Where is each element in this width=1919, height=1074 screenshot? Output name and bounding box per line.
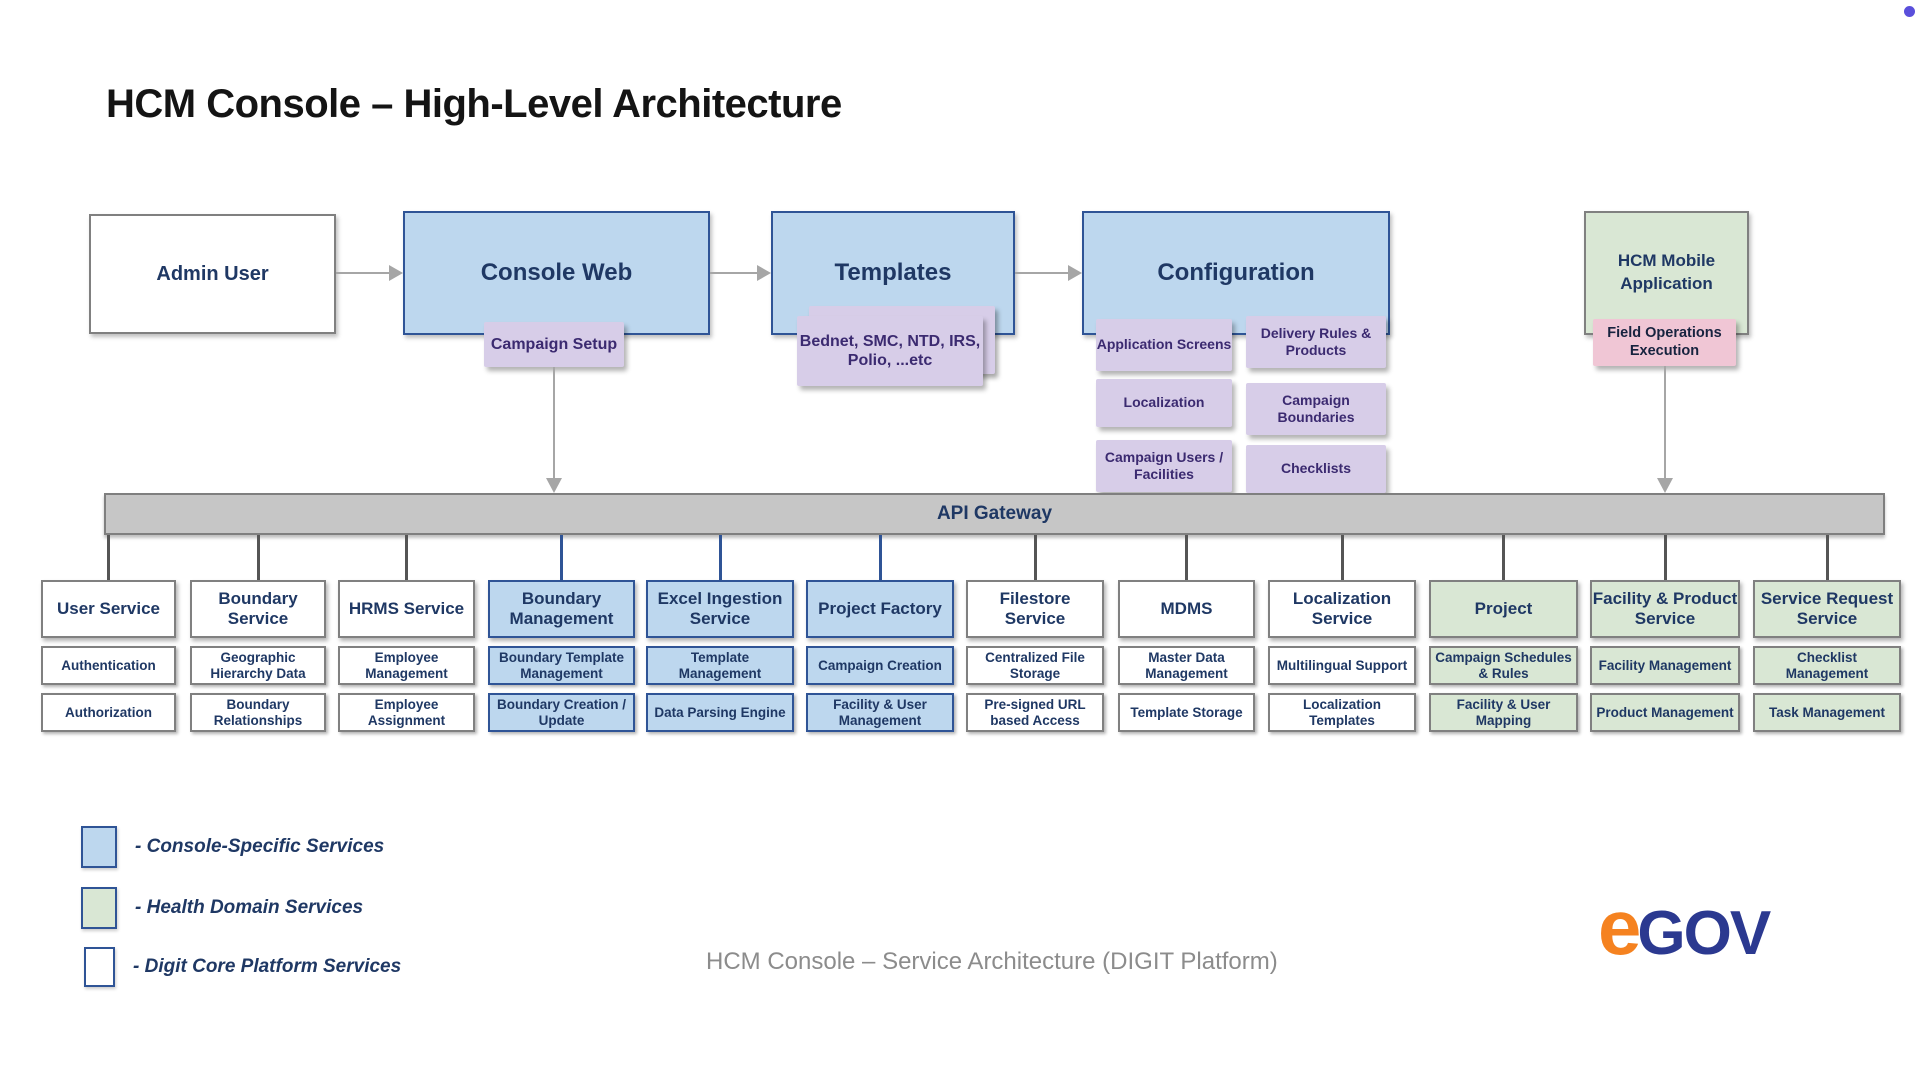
connector-service-request-service [1826,535,1829,580]
service-header: MDMS [1118,580,1255,638]
connector-filestore-service [1034,535,1037,580]
service-header: Boundary Management [488,580,635,638]
config-tag-delivery-rules: Delivery Rules & Products [1246,316,1386,368]
egov-logo: e GOV [1598,883,1771,971]
service-column-project-factory: Project Factory Campaign Creation Facili… [806,580,954,732]
service-item: Boundary Relationships [190,693,326,732]
console-web-node: Console Web [403,211,710,335]
service-header: Excel Ingestion Service [646,580,794,638]
legend-swatch-console [81,826,117,868]
service-column-boundary-service: Boundary Service Geographic Hierarchy Da… [190,580,326,732]
service-item: Boundary Template Management [488,646,635,685]
connector-user-service [107,535,110,580]
service-item: Product Management [1590,693,1740,732]
arrow-campaign-setup-to-gateway [546,367,562,493]
service-item: Facility & User Mapping [1429,693,1578,732]
service-column-service-request: Service Request Service Checklist Manage… [1753,580,1901,732]
service-item: Authentication [41,646,176,685]
service-item: Data Parsing Engine [646,693,794,732]
arrow-templates-to-configuration [1015,265,1082,281]
connector-project [1502,535,1505,580]
admin-user-node: Admin User [89,214,336,334]
service-item: Task Management [1753,693,1901,732]
connector-excel-ingestion [719,535,722,580]
config-tag-application-screens: Application Screens [1096,319,1232,371]
arrow-console-to-templates [710,265,771,281]
legend-console-specific: - Console-Specific Services [81,826,384,868]
service-column-localization-service: Localization Service Multilingual Suppor… [1268,580,1416,732]
connector-project-factory [879,535,882,580]
service-item: Authorization [41,693,176,732]
service-item: Boundary Creation / Update [488,693,635,732]
legend-swatch-core [84,947,115,987]
service-column-excel-ingestion: Excel Ingestion Service Template Managem… [646,580,794,732]
service-item: Centralized File Storage [966,646,1104,685]
diagram-caption: HCM Console – Service Architecture (DIGI… [706,948,1278,975]
config-tag-localization: Localization [1096,379,1232,427]
field-operations-tag: Field Operations Execution [1593,319,1736,366]
service-header: Project [1429,580,1578,638]
campaign-setup-tag: Campaign Setup [484,322,624,367]
connector-localization-service [1341,535,1344,580]
connector-boundary-management [560,535,563,580]
service-item: Campaign Creation [806,646,954,685]
service-header: User Service [41,580,176,638]
service-item: Template Management [646,646,794,685]
connector-facility-product-service [1664,535,1667,580]
service-header: Localization Service [1268,580,1416,638]
service-column-facility-product: Facility & Product Service Facility Mana… [1590,580,1740,732]
corner-dot [1904,6,1915,17]
service-column-boundary-management: Boundary Management Boundary Template Ma… [488,580,635,732]
templates-campaign-types-tag: Bednet, SMC, NTD, IRS, Polio, ...etc [797,316,983,386]
legend-digit-core: - Digit Core Platform Services [84,947,401,987]
arrow-mobile-to-gateway [1657,366,1673,493]
service-item: Geographic Hierarchy Data [190,646,326,685]
service-header: Project Factory [806,580,954,638]
service-column-hrms-service: HRMS Service Employee Management Employe… [338,580,475,732]
service-header: Filestore Service [966,580,1104,638]
service-column-project: Project Campaign Schedules & Rules Facil… [1429,580,1578,732]
service-column-user-service: User Service Authentication Authorizatio… [41,580,176,732]
connector-mdms [1185,535,1188,580]
service-column-filestore: Filestore Service Centralized File Stora… [966,580,1104,732]
config-tag-checklists: Checklists [1246,445,1386,493]
legend-label: - Console-Specific Services [135,836,385,857]
service-item: Facility & User Management [806,693,954,732]
service-item: Employee Assignment [338,693,475,732]
service-header: Service Request Service [1753,580,1901,638]
configuration-node: Configuration [1082,211,1390,335]
legend-health-domain: - Health Domain Services [81,887,363,929]
config-tag-campaign-users-facilities: Campaign Users / Facilities [1096,440,1232,492]
api-gateway-bar: API Gateway [104,493,1885,535]
hcm-mobile-node: HCM Mobile Application [1584,211,1749,335]
service-header: Facility & Product Service [1590,580,1740,638]
service-item: Template Storage [1118,693,1255,732]
service-item: Checklist Management [1753,646,1901,685]
service-column-mdms: MDMS Master Data Management Template Sto… [1118,580,1255,732]
service-item: Facility Management [1590,646,1740,685]
connector-boundary-service [257,535,260,580]
legend-label: - Digit Core Platform Services [133,956,402,977]
service-header: HRMS Service [338,580,475,638]
service-header: Boundary Service [190,580,326,638]
service-item: Localization Templates [1268,693,1416,732]
egov-logo-e: e [1598,883,1641,971]
service-item: Pre-signed URL based Access [966,693,1104,732]
service-item: Multilingual Support [1268,646,1416,685]
service-item: Master Data Management [1118,646,1255,685]
service-item: Employee Management [338,646,475,685]
config-tag-campaign-boundaries: Campaign Boundaries [1246,383,1386,435]
legend-swatch-health [81,887,117,929]
service-item: Campaign Schedules & Rules [1429,646,1578,685]
page-title: HCM Console – High-Level Architecture [106,82,842,126]
egov-logo-gov: GOV [1637,899,1771,968]
connector-hrms-service [405,535,408,580]
legend-label: - Health Domain Services [135,897,364,918]
arrow-admin-to-console [336,265,403,281]
